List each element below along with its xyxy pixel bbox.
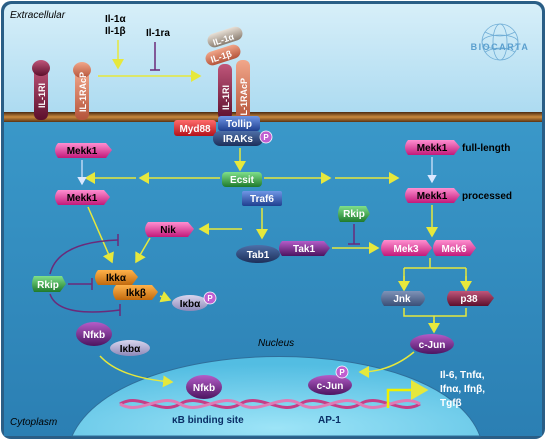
il1ri-label: IL-1RI: [37, 83, 47, 108]
iraks-label: IRAKs: [223, 134, 253, 145]
il1-alpha-label: Il-1α: [105, 14, 126, 25]
nik: Nik: [145, 222, 194, 237]
arrow-mekk1-ikk: [87, 206, 114, 264]
extracellular-label: Extracellular: [10, 10, 66, 21]
il1ri-receptor-free: IL-1RI: [32, 60, 50, 120]
cjun-nucleus: c-Jun P: [308, 365, 352, 395]
mekk1-right-full: Mekk1: [405, 140, 460, 155]
mekk1-left-processed: Mekk1: [55, 190, 110, 205]
rkip-left: Rkip: [32, 276, 66, 292]
rkip-left-label: Rkip: [37, 280, 59, 291]
il1-ligand-label: Il-1α Il-1β: [105, 14, 126, 37]
traf6: Traf6: [242, 191, 282, 206]
cjun-label: c-Jun: [419, 340, 446, 351]
tab1: Tab1: [236, 245, 280, 263]
extracellular-region: [4, 4, 542, 122]
ikba-bound: Iκbα: [110, 340, 150, 356]
nucleus-label: Nucleus: [258, 338, 294, 349]
target-genes-line2: Ifnα, Ifnβ,: [440, 384, 485, 395]
kb-binding-site-label: κB binding site: [172, 415, 244, 426]
tab1-label: Tab1: [247, 250, 270, 261]
nik-label: Nik: [160, 225, 176, 236]
mekk1-left-full: Mekk1: [55, 143, 112, 158]
myd88-label: Myd88: [179, 124, 211, 135]
arrow-nfkb-nucleus: [99, 355, 174, 388]
processed-label: processed: [462, 191, 512, 202]
mekk1-left-processed-label: Mekk1: [67, 193, 98, 204]
arrow-cjun-nucleus: [358, 351, 415, 378]
dna-helix: [119, 399, 421, 409]
mekk1-left-full-label: Mekk1: [67, 146, 98, 157]
logo-text: BIOCARTA: [471, 42, 530, 52]
mekk1-right-processed-label: Mekk1: [417, 191, 448, 202]
mek3-label: Mek3: [393, 244, 418, 255]
rkip-middle: Rkip: [338, 206, 370, 222]
ikba-label: Iκbα: [120, 344, 141, 355]
cjun-nucleus-label: c-Jun: [317, 381, 344, 392]
p38-label: p38: [460, 294, 478, 305]
inhibit-rkip-nik: [49, 293, 121, 313]
cjun-cytoplasm: c-Jun: [410, 334, 454, 354]
inhibit-rkip-mekk1: [49, 239, 119, 275]
ikk-beta-label: Ikkβ: [126, 288, 146, 299]
ikk-alpha: Ikkα: [95, 270, 138, 285]
jnk: Jnk: [381, 291, 425, 306]
ikk-beta: Ikkβ: [113, 285, 158, 300]
il1ra-label: Il-1ra: [146, 28, 170, 39]
jnk-label: Jnk: [393, 294, 411, 305]
ikba-phospho-label: Iκbα: [180, 299, 201, 310]
il1-beta-label: Il-1β: [105, 26, 126, 37]
nucleus: [71, 356, 481, 437]
ecsit-label: Ecsit: [230, 175, 255, 186]
traf6-label: Traf6: [250, 194, 274, 205]
cjun-nucleus-p: P: [339, 368, 345, 377]
ikba-phospho: Iκbα P: [172, 291, 217, 311]
ecsit: Ecsit: [222, 172, 262, 187]
iraks-phospho-label: P: [263, 133, 269, 142]
plasma-membrane: [4, 112, 542, 122]
p38: p38: [447, 291, 494, 306]
biocarta-logo: BIOCARTA: [471, 23, 530, 61]
mekk1-right-processed: Mekk1: [405, 188, 460, 203]
nfkb-cytoplasm: Nfκb: [76, 322, 112, 346]
full-length-label: full-length: [462, 143, 510, 154]
tak1: Tak1: [279, 241, 330, 256]
complex-il1racp-label: IL-1RAcP: [239, 78, 249, 118]
mek6-label: Mek6: [441, 244, 466, 255]
mek-branch-lines: [403, 258, 467, 288]
transcription-arrow: [386, 380, 429, 408]
ikk-alpha-label: Ikkα: [106, 273, 127, 284]
receptor-ligand-complex: IL-1α IL-1β IL-1RI IL-1RAcP: [205, 26, 250, 120]
iraks: IRAKs P: [213, 130, 273, 146]
il1racp-receptor-free: IL-1RAcP: [73, 62, 91, 120]
nfkb-nucleus: Nfκb: [186, 375, 222, 399]
nfkb-label: Nfκb: [83, 330, 105, 341]
mek6: Mek6: [433, 240, 476, 256]
target-genes-line1: Il-6, Tnfα,: [440, 370, 485, 381]
myd88: Myd88: [174, 120, 216, 136]
cytoplasm-label: Cytoplasm: [10, 417, 57, 428]
complex-il1ri-label: IL-1RI: [221, 85, 231, 110]
tak1-label: Tak1: [293, 244, 315, 255]
rkip-middle-label: Rkip: [343, 209, 365, 220]
mek3: Mek3: [381, 240, 432, 256]
il1racp-label: IL-1RAcP: [78, 72, 88, 112]
tollip: Tollip: [218, 116, 260, 131]
ap1-label: AP-1: [318, 415, 341, 426]
target-genes-line3: Tgfβ: [440, 398, 462, 409]
ikba-phospho-p: P: [207, 294, 213, 303]
arrow-ikk-ikba: [159, 291, 172, 303]
nfkb-nucleus-label: Nfκb: [193, 383, 215, 394]
arrow-nik-ikk: [135, 237, 151, 264]
tollip-label: Tollip: [226, 119, 252, 130]
mekk1-right-full-label: Mekk1: [417, 143, 448, 154]
